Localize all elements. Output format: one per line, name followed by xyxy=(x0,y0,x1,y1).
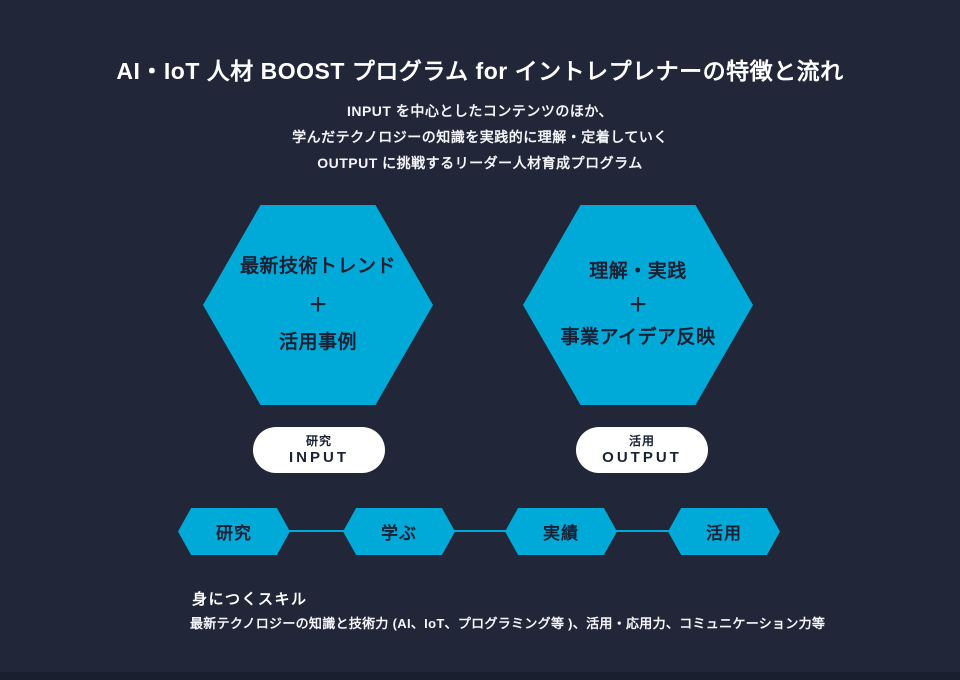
output-hexagon-line1: 理解・実践 xyxy=(589,261,687,282)
plus-icon: + xyxy=(629,288,647,321)
page-title: AI・IoT 人材 BOOST プログラム for イントレプレナーの特徴と流れ xyxy=(116,58,844,84)
skills-description: 最新テクノロジーの知識と技術力 (AI、IoT、プログラミング等 )、活用・応用… xyxy=(190,616,826,631)
output-badge-en-label: OUTPUT xyxy=(602,448,682,466)
input-badge-en-label: INPUT xyxy=(289,448,349,466)
input-hexagon-line2: 活用事例 xyxy=(278,332,357,353)
program-description: INPUT を中心としたコンテンツのほか、 学んだテクノロジーの知識を実践的に理… xyxy=(0,98,960,176)
skills-heading: 身につくスキル xyxy=(192,591,308,608)
output-hexagon: 理解・実践 + 事業アイデア反映 xyxy=(523,205,753,405)
input-hexagon: 最新技術トレンド + 活用事例 xyxy=(203,205,433,405)
input-badge: 研究 INPUT xyxy=(253,427,385,473)
flow-step-learn: 学ぶ xyxy=(343,508,455,555)
description-line-3: OUTPUT に挑戦するリーダー人材育成プログラム xyxy=(317,155,643,171)
output-hexagon-line2: 事業アイデア反映 xyxy=(560,327,716,348)
footer-strip xyxy=(0,672,960,680)
flow-step-results: 実績 xyxy=(505,508,617,555)
flow-step-research: 研究 xyxy=(178,508,290,555)
flow-step-label: 活用 xyxy=(706,524,742,543)
flow-step-label: 学ぶ xyxy=(381,524,417,543)
flow-step-label: 実績 xyxy=(543,524,579,543)
input-hexagon-line1: 最新技術トレンド xyxy=(239,256,396,277)
output-badge: 活用 OUTPUT xyxy=(576,427,708,473)
plus-icon: + xyxy=(309,288,327,321)
description-line-1: INPUT を中心としたコンテンツのほか、 xyxy=(346,103,614,119)
flow-step-label: 研究 xyxy=(216,524,252,543)
input-badge-jp-label: 研究 xyxy=(305,433,332,448)
flow-step-apply: 活用 xyxy=(668,508,780,555)
output-badge-jp-label: 活用 xyxy=(628,433,655,448)
flow-connector-line xyxy=(233,530,723,532)
description-line-2: 学んだテクノロジーの知識を実践的に理解・定着していく xyxy=(292,129,668,145)
